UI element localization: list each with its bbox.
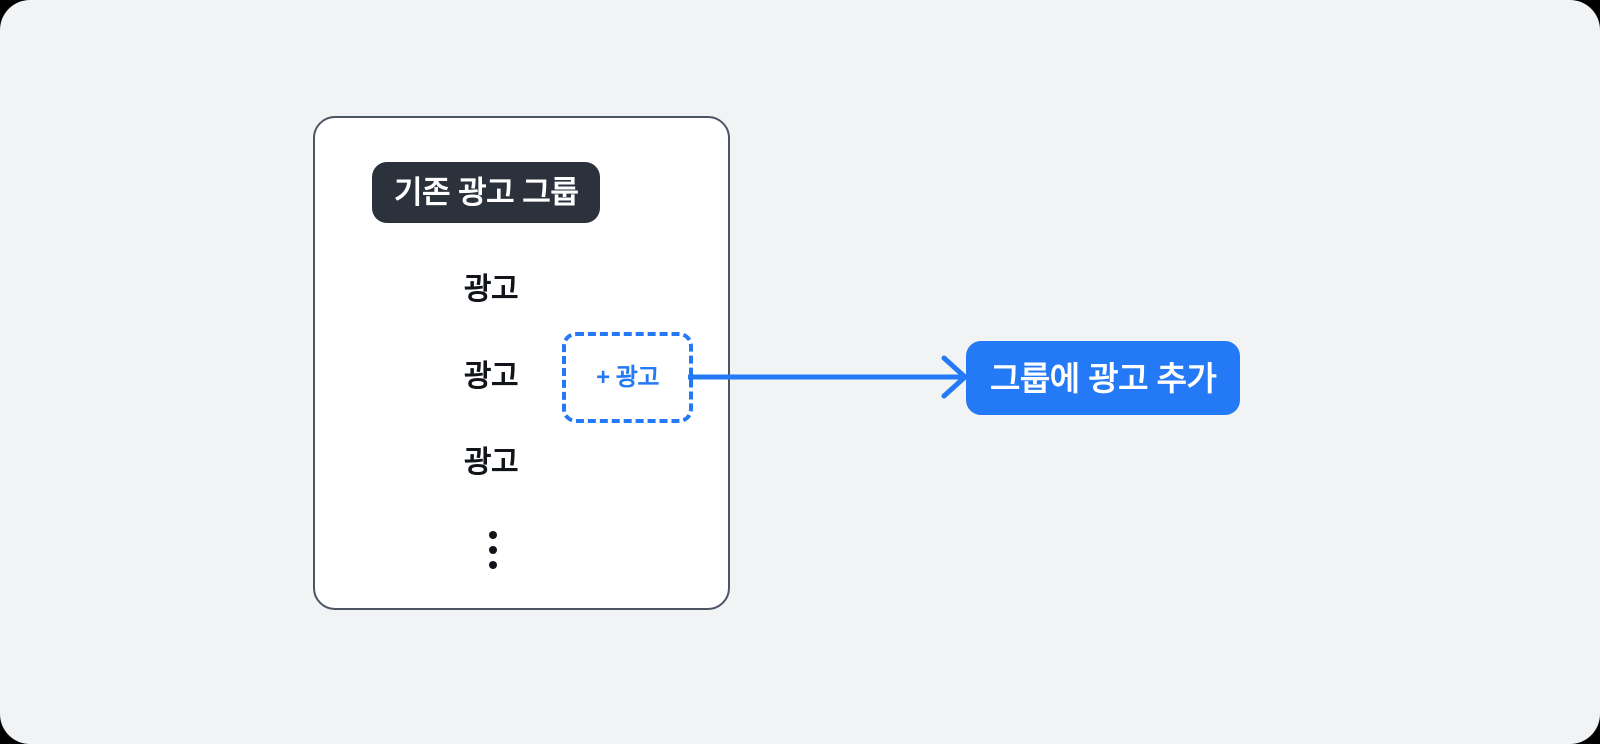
vertical-ellipsis-icon [486, 531, 500, 569]
ad-list-item: 광고 [463, 273, 519, 306]
ad-group-title-label: 기존 광고 그룹 [394, 175, 579, 210]
add-ad-button[interactable]: + 광고 [562, 332, 693, 423]
ellipsis-dot [489, 546, 497, 554]
ad-group-title-chip: 기존 광고 그룹 [372, 162, 601, 223]
add-ad-button-label: + 광고 [596, 363, 659, 391]
callout-badge-label: 그룹에 광고 추가 [990, 359, 1217, 397]
ad-list-item: 광고 [463, 446, 519, 479]
ellipsis-dot [489, 531, 497, 539]
connector-arrow-icon [688, 355, 969, 399]
ellipsis-dot [489, 561, 497, 569]
ad-list-item: 광고 [463, 360, 519, 393]
callout-badge: 그룹에 광고 추가 [966, 341, 1241, 415]
